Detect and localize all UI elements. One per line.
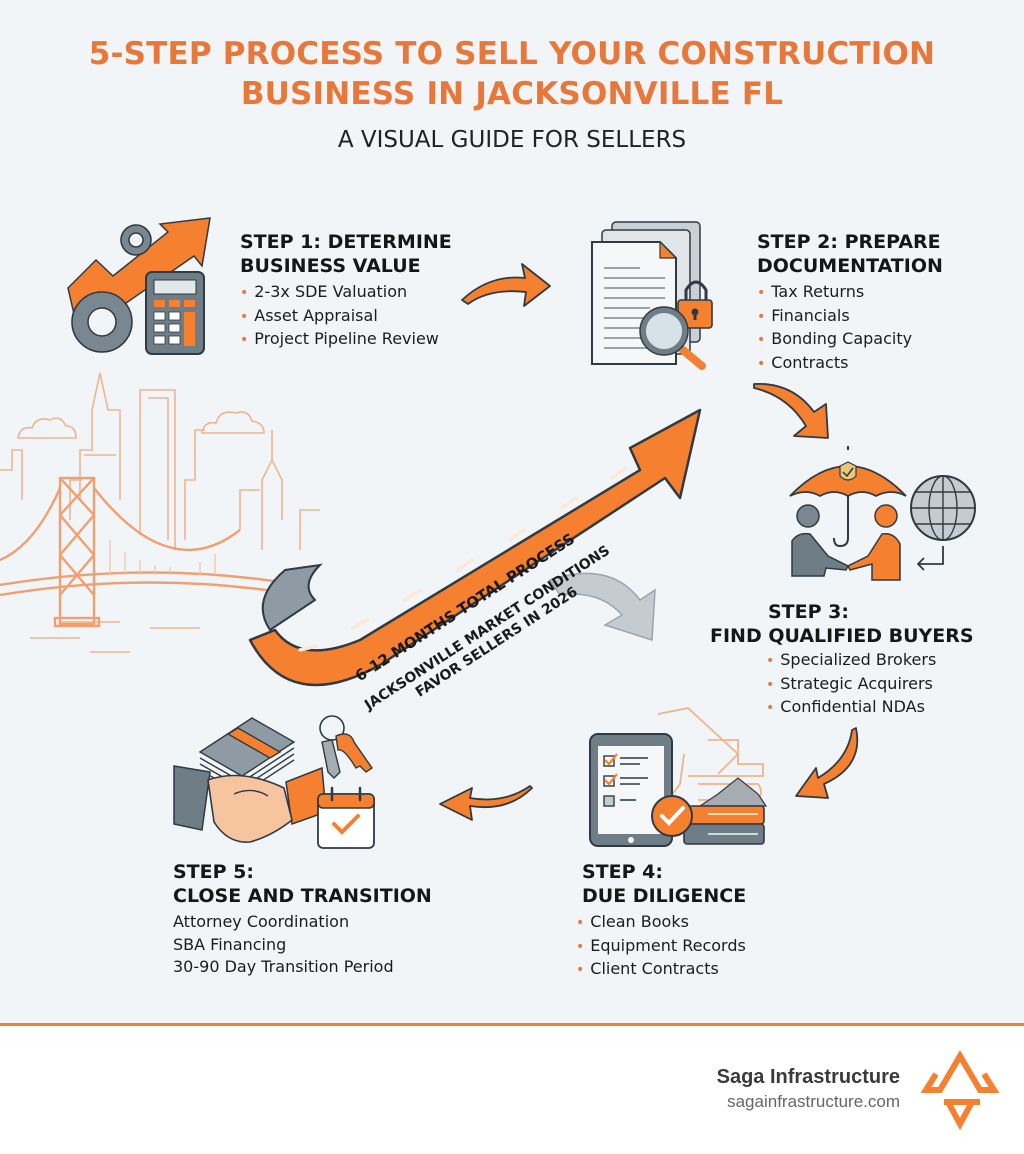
step-5: STEP 5: CLOSE AND TRANSITION Attorney Co… — [173, 860, 432, 979]
brand-url[interactable]: sagainfrastructure.com — [727, 1092, 900, 1111]
list-item: Clean Books — [576, 911, 746, 935]
gears-calculator-growth-icon — [67, 217, 211, 355]
documents-magnifier-lock-icon — [591, 221, 713, 370]
step-4: STEP 4: DUE DILIGENCE Clean Books Equipm… — [582, 860, 746, 982]
list-item: Specialized Brokers — [766, 649, 974, 673]
tablet-checklist-books-excavator-icon — [589, 707, 768, 847]
list-item: Tax Returns — [757, 281, 943, 305]
title-line-2: BUSINESS IN JACKSONVILLE FL — [240, 76, 784, 112]
step-1-list: 2-3x SDE Valuation Asset Appraisal Proje… — [240, 281, 452, 352]
saga-triangle-logo-icon — [920, 1050, 1000, 1131]
step-4-title-line-1: STEP 4: — [582, 861, 663, 883]
list-item: Financials — [757, 305, 943, 329]
step-5-list: Attorney Coordination SBA Financing 30-9… — [173, 911, 432, 979]
cloud-icon — [201, 411, 265, 434]
list-item: Confidential NDAs — [766, 696, 974, 720]
page-title: 5-STEP PROCESS TO SELL YOUR CONSTRUCTION… — [0, 34, 1024, 114]
step-3-list: Specialized Brokers Strategic Acquirers … — [710, 649, 974, 720]
step-2-title: STEP 2: PREPARE DOCUMENTATION — [757, 230, 943, 278]
arrow-down-left-icon — [795, 727, 859, 799]
step-3: STEP 3: FIND QUALIFIED BUYERS Specialize… — [710, 600, 974, 720]
step-5-title-line-1: STEP 5: — [173, 861, 254, 883]
page-subtitle: A VISUAL GUIDE FOR SELLERS — [337, 127, 687, 153]
step-2-title-line-1: STEP 2: PREPARE — [757, 231, 941, 253]
list-item: Bonding Capacity — [757, 328, 943, 352]
step-4-list: Clean Books Equipment Records Client Con… — [576, 911, 746, 982]
list-item: Asset Appraisal — [240, 305, 452, 329]
list-item: Client Contracts — [576, 958, 746, 982]
handshake-money-keys-calendar-icon — [173, 715, 375, 849]
footer — [0, 1026, 1024, 1154]
step-5-title: STEP 5: CLOSE AND TRANSITION — [173, 860, 432, 908]
step-3-title-line-1: STEP 3: — [768, 601, 849, 623]
footer-divider — [0, 1023, 1024, 1026]
step-1: STEP 1: DETERMINE BUSINESS VALUE 2-3x SD… — [240, 230, 452, 352]
list-item: Equipment Records — [576, 935, 746, 959]
step-2-title-line-2: DOCUMENTATION — [757, 255, 943, 277]
step-4-title: STEP 4: DUE DILIGENCE — [582, 860, 746, 908]
list-item: SBA Financing — [173, 934, 287, 954]
list-item: 2-3x SDE Valuation — [240, 281, 452, 305]
list-item: Project Pipeline Review — [240, 328, 452, 352]
list-item: Attorney Coordination — [173, 912, 350, 931]
step-1-title-line-1: STEP 1: DETERMINE — [240, 231, 452, 253]
skyline-bridge-illustration — [0, 372, 320, 653]
list-item: Contracts — [757, 352, 943, 376]
list-item: 30-90 Day Transition Period — [173, 957, 394, 976]
arrow-down-right-icon — [753, 383, 829, 439]
list-item: Strategic Acquirers — [766, 673, 974, 697]
step-3-title-line-2: FIND QUALIFIED BUYERS — [710, 625, 974, 647]
step-2-list: Tax Returns Financials Bonding Capacity … — [757, 281, 943, 375]
arrow-left-icon — [439, 785, 533, 821]
arrow-right-icon — [461, 263, 551, 307]
title-line-1: 5-STEP PROCESS TO SELL YOUR CONSTRUCTION — [88, 36, 936, 72]
step-4-title-line-2: DUE DILIGENCE — [582, 885, 747, 907]
step-1-title-line-2: BUSINESS VALUE — [240, 255, 421, 277]
step-3-title: STEP 3: FIND QUALIFIED BUYERS — [710, 600, 974, 648]
step-5-title-line-2: CLOSE AND TRANSITION — [173, 885, 432, 907]
step-2: STEP 2: PREPARE DOCUMENTATION Tax Return… — [757, 230, 943, 375]
umbrella-handshake-globe-icon — [789, 446, 976, 581]
brand-name: Saga Infrastructure — [716, 1066, 900, 1088]
step-1-title: STEP 1: DETERMINE BUSINESS VALUE — [240, 230, 452, 278]
